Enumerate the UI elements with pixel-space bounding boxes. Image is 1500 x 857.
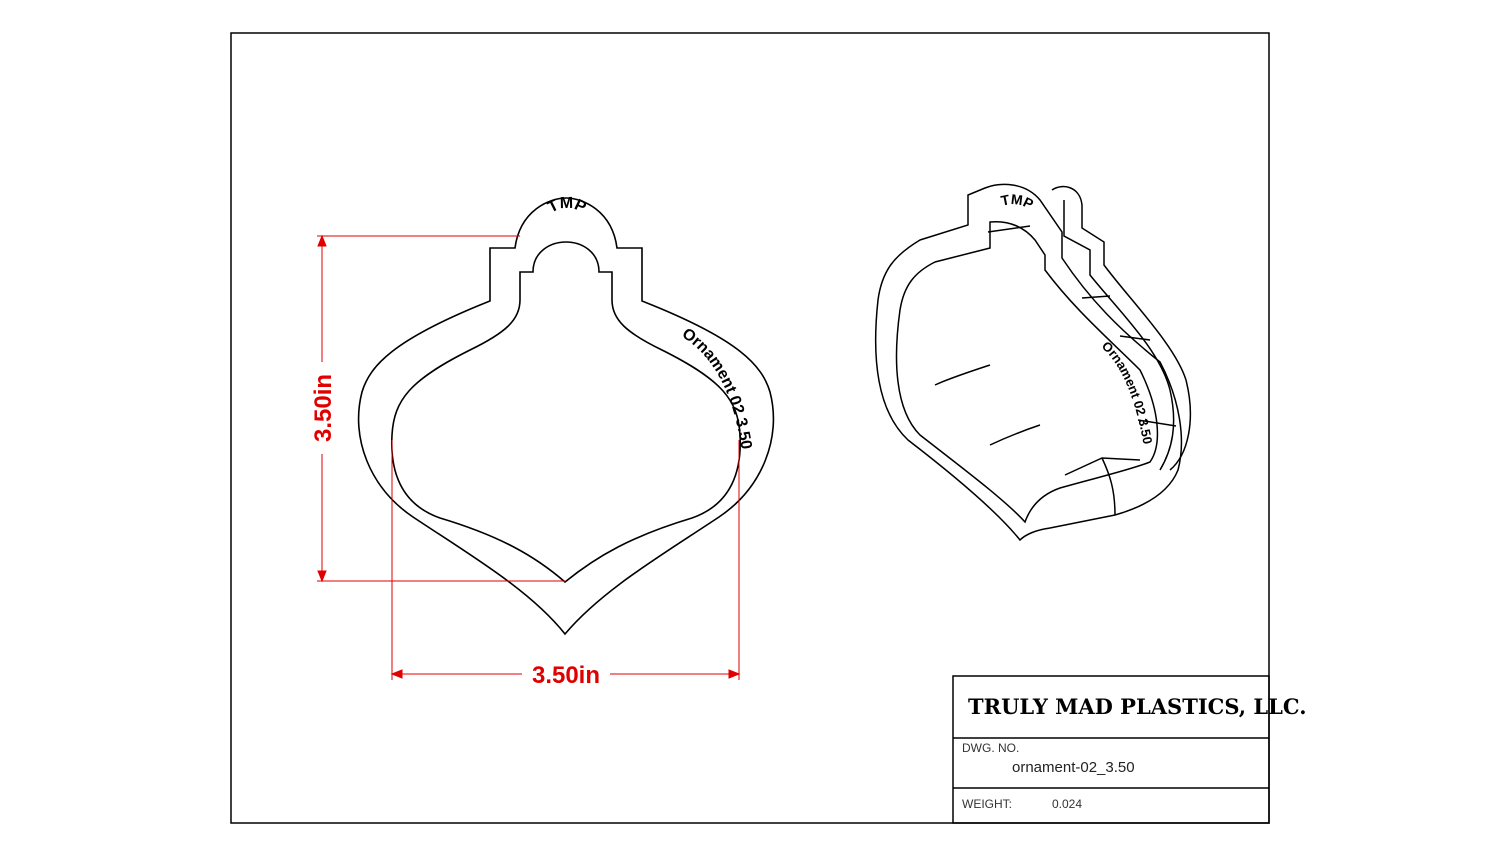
dwg-no-label: DWG. NO. — [962, 741, 1019, 755]
iso-emboss-tmp-text: TMP — [999, 191, 1036, 212]
weight-value: 0.024 — [1052, 797, 1082, 811]
emboss-side-text: Ornament 02 3.50 — [679, 325, 755, 450]
arrow-head-left — [390, 669, 403, 679]
dimension-height — [317, 234, 565, 583]
iso-back-outline — [1051, 185, 1192, 471]
weight-label: WEIGHT: — [962, 797, 1012, 811]
iso-rim-outer — [874, 183, 1183, 542]
height-dimension-label: 3.50in — [310, 374, 337, 442]
arrow-head-up — [317, 234, 327, 247]
title-block — [952, 675, 1270, 824]
sheet-border — [230, 32, 1270, 824]
emboss-tmp-text: TMP — [545, 195, 589, 217]
cutter-outer-profile — [357, 197, 775, 636]
iso-emboss-side-text: Ornament 02 3.50 — [1099, 338, 1155, 445]
width-dimension-label: 3.50in — [532, 662, 600, 689]
cutter-inner-profile — [390, 241, 742, 584]
arrow-head-right — [728, 669, 741, 679]
dimension-width — [390, 440, 741, 680]
arrow-head-down — [317, 570, 327, 583]
dwg-no-value: ornament-02_3.50 — [1012, 759, 1135, 776]
company-name: TRULY MAD PLASTICS, LLC. — [968, 694, 1307, 719]
iso-rim-inner — [895, 220, 1159, 524]
isometric-view — [874, 183, 1192, 542]
front-view — [357, 197, 775, 636]
